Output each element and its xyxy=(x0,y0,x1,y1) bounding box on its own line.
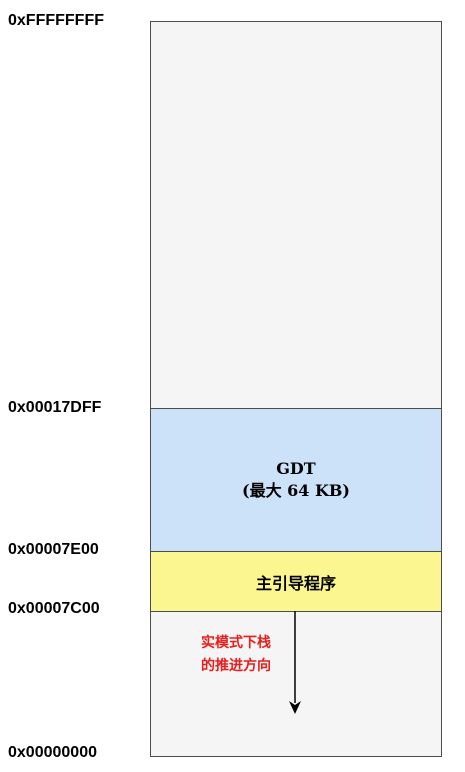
stack-direction-arrow-icon xyxy=(289,611,301,714)
gdt-size-label: (最大 64 KB) xyxy=(242,481,350,500)
address-label-gdt-start: 0x00007E00 xyxy=(8,541,99,558)
stack-note-line-2: 的推进方向 xyxy=(201,658,271,674)
address-label-boot-start: 0x00007C00 xyxy=(8,600,100,617)
stack-direction-note: 实模式下栈 的推进方向 xyxy=(186,632,286,678)
stack-note-line-1: 实模式下栈 xyxy=(201,635,271,651)
gdt-region: GDT (最大 64 KB) xyxy=(150,408,442,552)
gdt-title: GDT xyxy=(276,459,316,478)
bootloader-label: 主引导程序 xyxy=(255,573,336,593)
address-label-top: 0xFFFFFFFF xyxy=(8,12,104,29)
memory-region-background xyxy=(150,21,442,757)
address-label-gdt-end: 0x00017DFF xyxy=(8,399,102,416)
bootloader-region: 主引导程序 xyxy=(150,551,442,612)
address-label-bottom: 0x00000000 xyxy=(8,744,97,761)
